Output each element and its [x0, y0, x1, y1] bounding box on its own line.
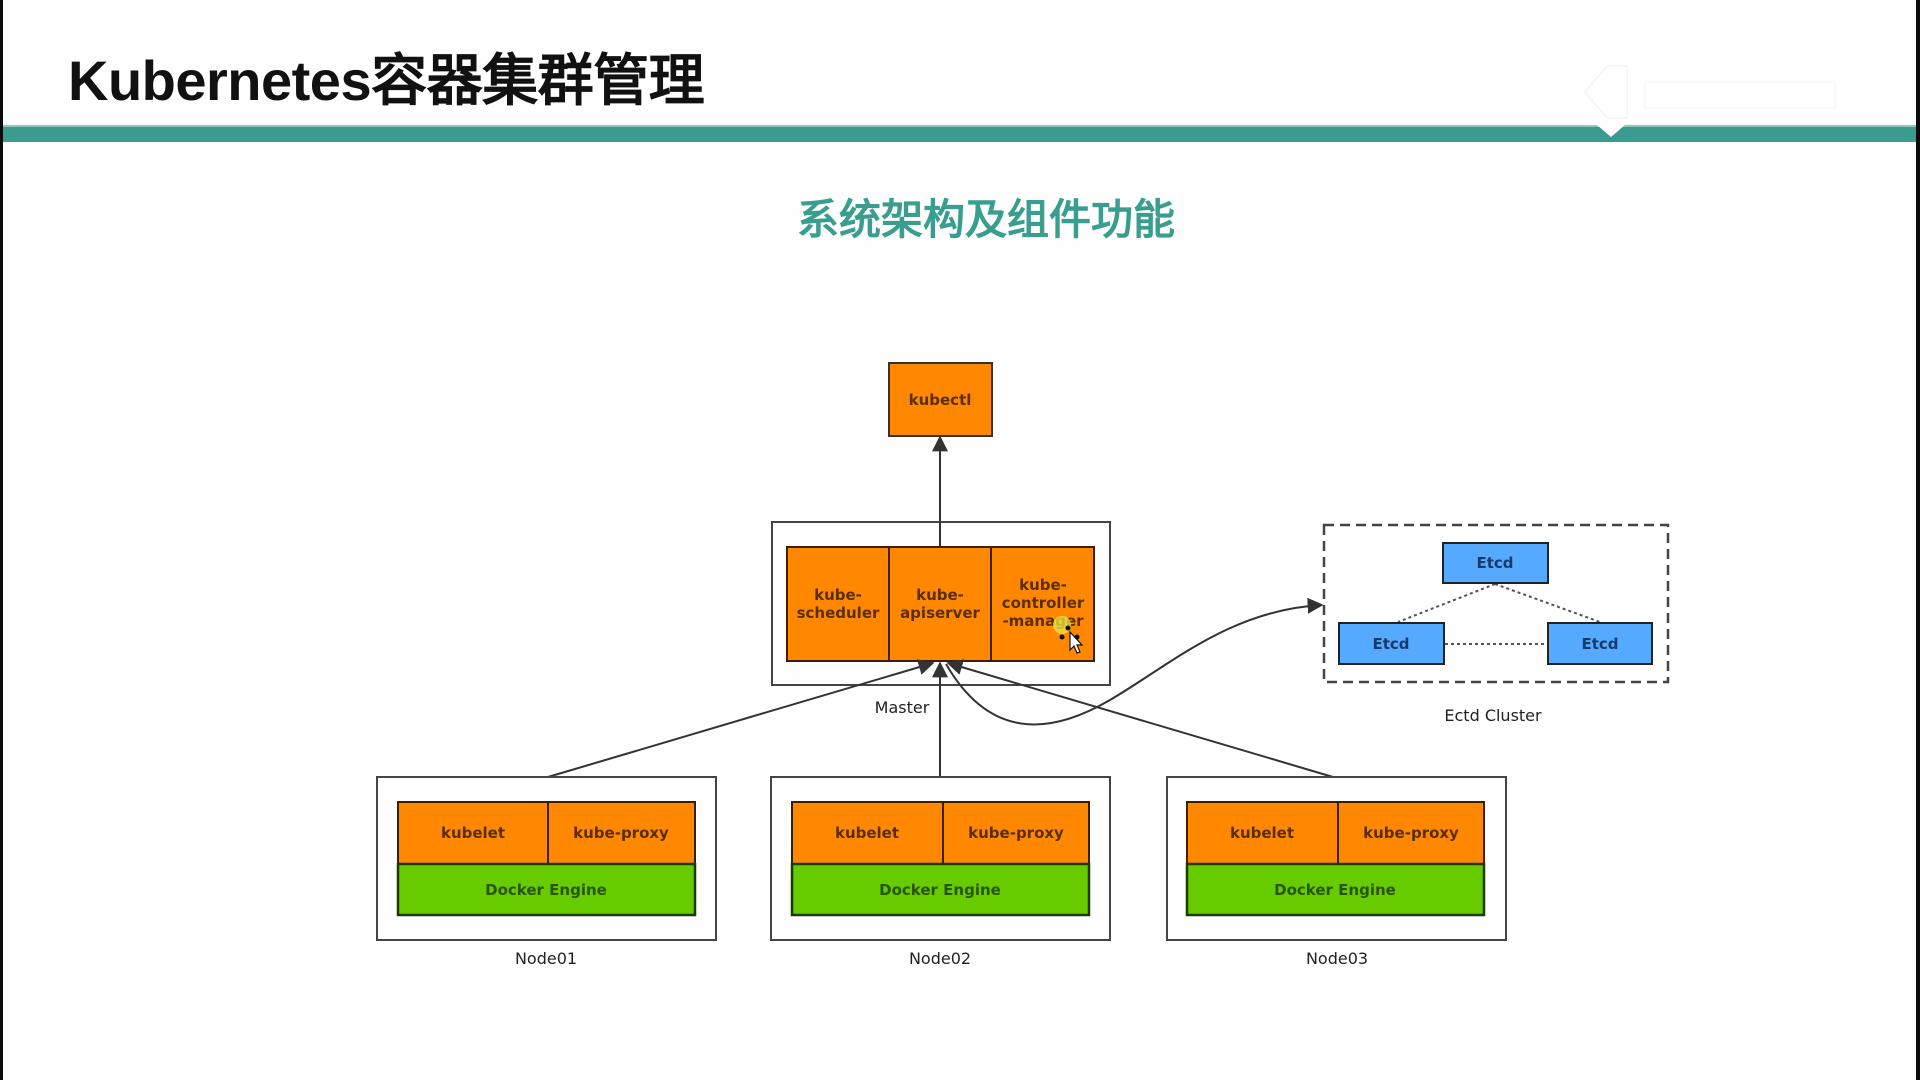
- node03-docker-engine-label: Docker Engine: [1274, 881, 1396, 899]
- node01-caption: Node01: [515, 949, 577, 968]
- node03-kubelet-box[interactable]: kubelet: [1186, 801, 1339, 865]
- left-frame-edge: [0, 0, 3, 1080]
- node02-kubelet-box[interactable]: kubelet: [791, 801, 944, 865]
- master-caption: Master: [875, 698, 930, 717]
- node01-kube-proxy-label: kube-proxy: [573, 824, 669, 842]
- node02-group: kubelet kube-proxy Docker Engine Node02: [770, 776, 1111, 968]
- etcd-cluster-frame: [1322, 523, 1670, 684]
- logo-notch: [1597, 125, 1625, 137]
- etcd-member-right-label: Etcd: [1581, 635, 1618, 653]
- node02-kube-proxy-box[interactable]: kube-proxy: [942, 801, 1090, 865]
- node03-docker-engine-box[interactable]: Docker Engine: [1185, 862, 1486, 917]
- kubectl-label: kubectl: [909, 391, 972, 409]
- right-frame-edge: [1916, 0, 1920, 1080]
- kube-apiserver-box[interactable]: kube- apiserver: [888, 546, 992, 662]
- etcd-member-top[interactable]: Etcd: [1442, 542, 1549, 584]
- slide-title: Kubernetes容器集群管理: [68, 49, 705, 112]
- apiserver-etcd-arrow: [945, 597, 1324, 726]
- title-divider-bar: [3, 125, 1916, 142]
- node01-docker-engine-box[interactable]: Docker Engine: [396, 862, 697, 917]
- node01-group: kubelet kube-proxy Docker Engine Node01: [376, 776, 717, 968]
- node01-kubelet-label: kubelet: [441, 824, 505, 842]
- etcd-link-top-right: [1494, 583, 1601, 623]
- node03-apiserver-arrow: [946, 659, 1334, 778]
- node03-kubelet-label: kubelet: [1230, 824, 1294, 842]
- kube-apiserver-line-1: kube-: [916, 586, 964, 604]
- kube-scheduler-line-2: scheduler: [797, 604, 880, 622]
- node01-kube-proxy-box[interactable]: kube-proxy: [547, 801, 696, 865]
- node02-kubelet-label: kubelet: [835, 824, 899, 842]
- etcd-member-right[interactable]: Etcd: [1547, 622, 1653, 665]
- node02-caption: Node02: [909, 949, 971, 968]
- kube-controller-manager-line-2: controller: [1002, 594, 1085, 612]
- node01-apiserver-arrow: [547, 659, 935, 778]
- brand-logo-icon: [1583, 65, 1836, 119]
- node03-group: kubelet kube-proxy Docker Engine Node03: [1166, 776, 1507, 968]
- node03-kube-proxy-box[interactable]: kube-proxy: [1337, 801, 1485, 865]
- mouse-cursor-icon: [1053, 616, 1084, 654]
- etcd-member-left-label: Etcd: [1372, 635, 1409, 653]
- etcd-member-top-label: Etcd: [1476, 554, 1513, 572]
- section-subtitle: 系统架构及组件功能: [796, 195, 1175, 244]
- kubectl-box[interactable]: kubectl: [888, 362, 993, 437]
- etcd-cluster-group: Etcd Etcd Etcd Ectd Cluster: [1322, 523, 1670, 725]
- node02-docker-engine-label: Docker Engine: [879, 881, 1001, 899]
- node03-caption: Node03: [1306, 949, 1368, 968]
- node01-kubelet-box[interactable]: kubelet: [397, 801, 549, 865]
- master-group: kube- scheduler kube- apiserver kube- co…: [771, 521, 1111, 717]
- kube-controller-manager-line-1: kube-: [1019, 576, 1067, 594]
- kube-scheduler-box[interactable]: kube- scheduler: [786, 546, 890, 662]
- etcd-member-left[interactable]: Etcd: [1338, 622, 1445, 665]
- kube-apiserver-line-2: apiserver: [900, 604, 980, 622]
- node02-docker-engine-box[interactable]: Docker Engine: [790, 862, 1091, 917]
- node03-kube-proxy-label: kube-proxy: [1363, 824, 1459, 842]
- node02-kube-proxy-label: kube-proxy: [968, 824, 1064, 842]
- kube-controller-manager-line-3: -manager: [1002, 612, 1084, 630]
- etcd-cluster-caption: Ectd Cluster: [1444, 706, 1542, 725]
- etcd-link-top-left: [1397, 583, 1496, 623]
- node01-docker-engine-label: Docker Engine: [485, 881, 607, 899]
- kube-scheduler-line-1: kube-: [814, 586, 862, 604]
